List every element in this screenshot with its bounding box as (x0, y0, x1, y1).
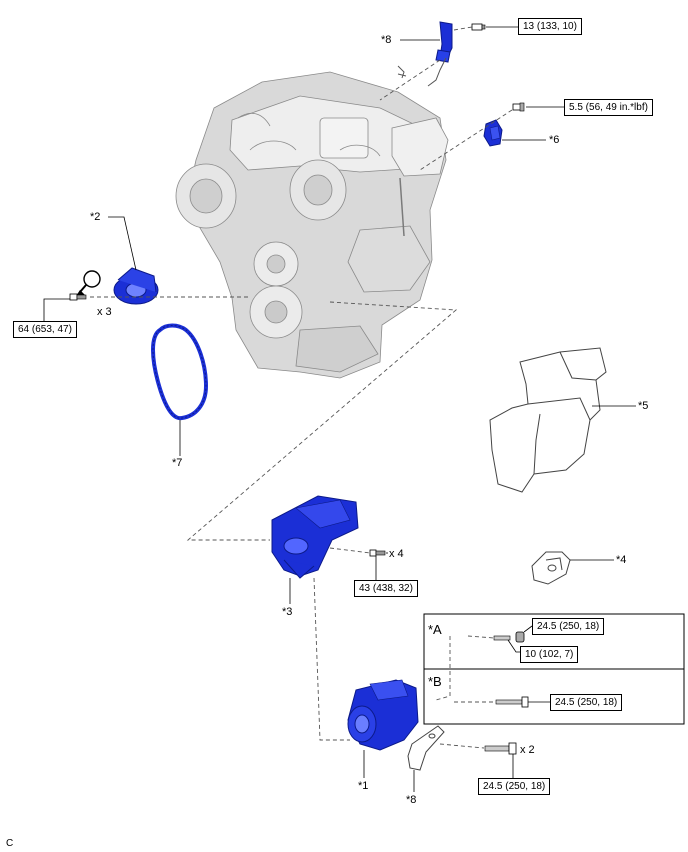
bolt-B-icon (495, 696, 529, 708)
variant-label-A: *A (428, 622, 442, 637)
callout-7: *7 (172, 457, 183, 469)
torque-spec-A-stud: 10 (102, 7) (520, 646, 579, 663)
variant-box (423, 613, 685, 725)
callout-2: *2 (90, 211, 101, 223)
torque-spec-6: 5.5 (56, 49 in.*lbf) (564, 99, 653, 116)
callout-1: *1 (358, 780, 369, 792)
callout-4: *4 (616, 554, 627, 566)
insulator-icon (531, 551, 571, 585)
compressor-bracket-icon (271, 495, 359, 579)
nut-A-icon (515, 631, 525, 643)
bolt-top-icon (471, 23, 486, 31)
bracket-top-icon (397, 21, 453, 87)
pulley-2-icon (113, 267, 159, 305)
heat-shield-icon (489, 347, 607, 493)
torque-spec-3: 43 (438, 32) (354, 580, 418, 597)
compressor-icon (347, 679, 419, 751)
assembly-dashed-lines (90, 26, 513, 749)
variant-label-B: *B (428, 674, 442, 689)
bracket-bottom-icon (407, 725, 445, 771)
bolt-bottom-icon (484, 742, 517, 755)
callout-3: *3 (282, 606, 293, 618)
quantity-x3: x 3 (97, 306, 112, 318)
bolt-2-icon (69, 293, 87, 301)
quantity-x2: x 2 (520, 744, 535, 756)
pulley-tool-icon (76, 270, 101, 296)
diagram-code: C (6, 838, 14, 849)
bracket-6-icon (483, 119, 503, 147)
bolt-3-icon (369, 549, 386, 557)
leader-lines (43, 26, 636, 792)
torque-spec-top: 13 (133, 10) (518, 18, 582, 35)
torque-spec-B: 24.5 (250, 18) (550, 694, 623, 711)
drive-belt-icon (151, 323, 209, 421)
callout-6: *6 (549, 134, 560, 146)
torque-spec-bottom: 24.5 (250, 18) (478, 778, 551, 795)
engine-assembly (175, 71, 449, 379)
torque-spec-2: 64 (653, 47) (13, 321, 77, 338)
bolt-6-icon (512, 102, 525, 112)
callout-8-top: *8 (381, 34, 392, 46)
quantity-x4: x 4 (389, 548, 404, 560)
callout-5: *5 (638, 400, 649, 412)
stud-A-icon (493, 635, 511, 641)
callout-8-bottom: *8 (406, 794, 417, 806)
torque-spec-A-nut: 24.5 (250, 18) (532, 618, 605, 635)
